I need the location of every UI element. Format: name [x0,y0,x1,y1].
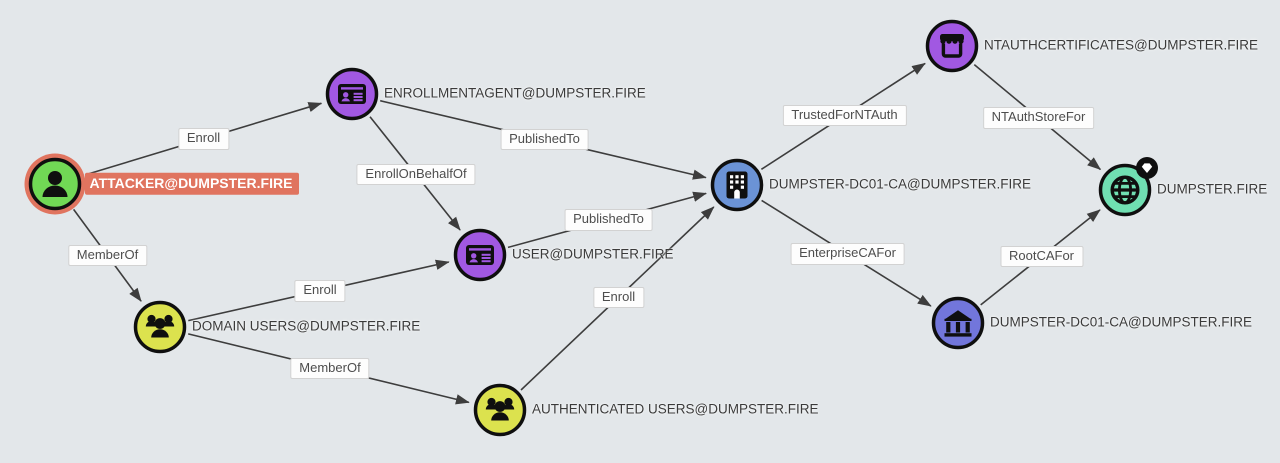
node-label-attacker[interactable]: ATTACKER@DUMPSTER.FIRE [84,172,300,196]
box-open-icon [940,34,964,58]
node-root-ca[interactable] [931,296,985,350]
node-ntauth-store[interactable] [925,19,979,73]
group-icon [485,397,515,421]
edge-label[interactable]: Enroll [592,286,645,309]
edge-label[interactable]: EnrollOnBehalfOf [356,163,476,186]
node-label-authenticated-users[interactable]: AUTHENTICATED USERS@DUMPSTER.FIRE [532,401,819,417]
edge-label[interactable]: NTAuthStoreFor [982,107,1095,129]
node-circle [925,19,979,73]
node-label-ntauth-store[interactable]: NTAUTHCERTIFICATES@DUMPSTER.FIRE [984,37,1258,53]
node-label-root-ca[interactable]: DUMPSTER-DC01-CA@DUMPSTER.FIRE [990,314,1252,330]
gem-icon [1136,157,1158,179]
group-icon [145,314,175,338]
node-label-enterprise-ca[interactable]: DUMPSTER-DC01-CA@DUMPSTER.FIRE [769,176,1031,192]
edge-label[interactable]: PublishedTo [500,128,589,151]
node-label-domain-users[interactable]: DOMAIN USERS@DUMPSTER.FIRE [192,318,421,334]
node-enrollment-agent[interactable] [325,67,379,121]
edge-layer [72,62,1102,405]
node-layer [24,19,1159,437]
edge-label[interactable]: Enroll [177,128,230,150]
node-user[interactable] [453,228,507,282]
person-icon [42,171,68,197]
edge-label[interactable]: TrustedForNTAuth [782,104,907,127]
globe-icon [1110,175,1140,205]
id-card-icon [338,84,366,104]
node-domain-users[interactable] [133,300,187,354]
edge-label[interactable]: PublishedTo [564,209,653,231]
edge-label[interactable]: Enroll [294,280,346,302]
edge-label[interactable]: EnterpriseCAFor [790,243,905,265]
node-label-domain[interactable]: DUMPSTER.FIRE [1157,181,1268,197]
id-card-icon [466,245,494,265]
node-label-user[interactable]: USER@DUMPSTER.FIRE [512,246,674,262]
node-label-enrollment-agent[interactable]: ENROLLMENTAGENT@DUMPSTER.FIRE [384,85,646,101]
edge-label[interactable]: MemberOf [290,357,370,380]
edge-label[interactable]: MemberOf [67,244,148,267]
node-enterprise-ca[interactable] [710,158,764,212]
node-attacker[interactable] [24,153,86,215]
edge-label[interactable]: RootCAFor [999,245,1084,268]
bank-icon [944,310,972,337]
building-icon [726,171,748,199]
node-domain[interactable] [1098,157,1159,217]
node-authenticated-users[interactable] [473,383,527,437]
